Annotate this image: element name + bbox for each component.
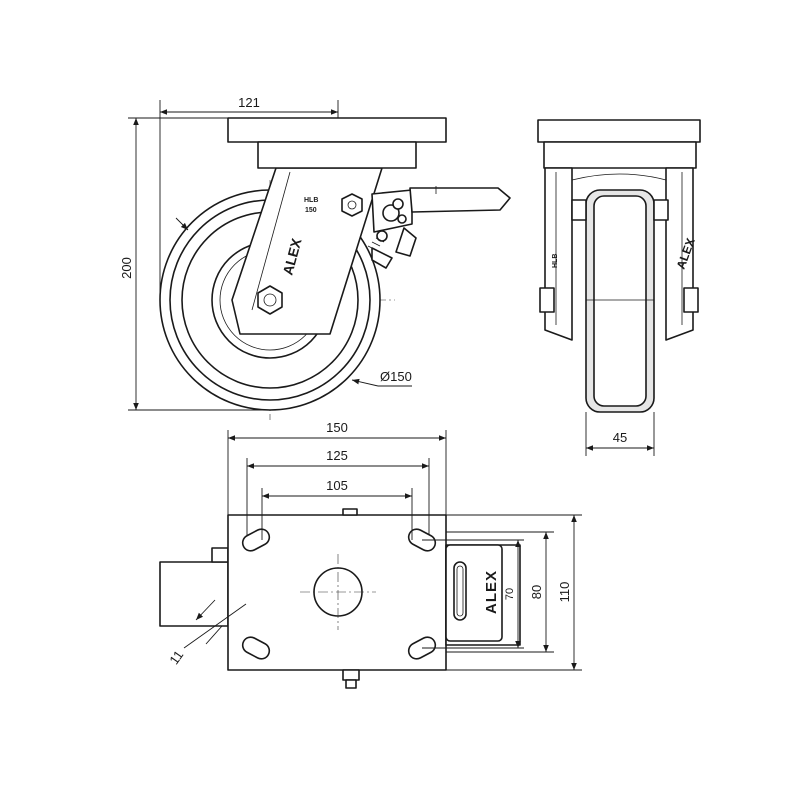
- swivel-housing-front: [543, 141, 697, 169]
- brake-pivot-3: [397, 214, 407, 224]
- brake-pedal-top: [159, 561, 229, 627]
- dim-125-label: 125: [326, 448, 348, 463]
- brake-pedal: [409, 187, 511, 213]
- model-line1-mark: HLB: [304, 197, 318, 204]
- brake-assembly: [367, 186, 511, 269]
- dim-150-label: 150: [326, 420, 348, 435]
- kingpin-nut: [341, 193, 363, 217]
- brake-shoe-grip: [367, 237, 385, 251]
- brand-logo-top: ALEX: [483, 570, 500, 614]
- model-line2-mark: 150: [305, 207, 317, 214]
- front-view: ALEX HLB 45: [537, 119, 701, 456]
- dim-110-label: 110: [557, 582, 572, 603]
- fork-arm-edge: [251, 171, 291, 311]
- brake-pedal-clip: [211, 547, 229, 563]
- brake-slot-inner: [456, 565, 464, 617]
- swivel-housing-side: [257, 141, 417, 169]
- top-plate-side: [227, 117, 447, 143]
- dia-leader-arrow: [351, 378, 379, 387]
- dim-121-label: 121: [238, 95, 260, 110]
- side-view: HLB 150 ALEX 121 200: [119, 95, 511, 420]
- dim-11-ext: [205, 625, 223, 645]
- axle-nut-left: [539, 287, 555, 313]
- brake-pivot-2: [392, 198, 404, 210]
- dim-105-label: 105: [326, 478, 348, 493]
- axle-nut: [257, 285, 283, 315]
- dim-45-label: 45: [613, 430, 627, 445]
- grease-nipple-base: [342, 669, 360, 681]
- front-model-mark: HLB: [552, 254, 559, 268]
- brake-bolt-right: [653, 199, 669, 221]
- axle-nut-right: [683, 287, 699, 313]
- top-plate-front: [537, 119, 701, 143]
- dim-70-label: 70: [504, 588, 516, 600]
- dim-11-arrow-1: [195, 599, 216, 621]
- fork-bridge: [571, 173, 667, 181]
- brake-slot: [453, 561, 467, 621]
- dim-diameter-label: Ø150: [380, 369, 412, 384]
- slot-top-left: [241, 528, 271, 552]
- slot-bottom-left: [241, 636, 271, 660]
- wheel-front-tread: [593, 195, 647, 407]
- top-view: ALEX 150 125 105 11 70 80: [159, 420, 582, 689]
- dia-leader-top: [175, 217, 189, 231]
- axle-nut-center: [263, 293, 277, 307]
- dim-11-leader: [183, 603, 247, 649]
- dim-80-label: 80: [529, 585, 544, 599]
- brake-lever: [395, 227, 417, 257]
- top-plate-tab: [342, 508, 358, 516]
- dim-11-label: 11: [166, 648, 186, 668]
- brake-pivot-1: [382, 204, 400, 222]
- dim-200-label: 200: [119, 257, 134, 279]
- kingpin-nut-center: [347, 200, 357, 210]
- brake-bolt-left: [571, 199, 587, 221]
- grease-nipple-tip: [345, 679, 357, 689]
- brake-shoe: [371, 247, 393, 269]
